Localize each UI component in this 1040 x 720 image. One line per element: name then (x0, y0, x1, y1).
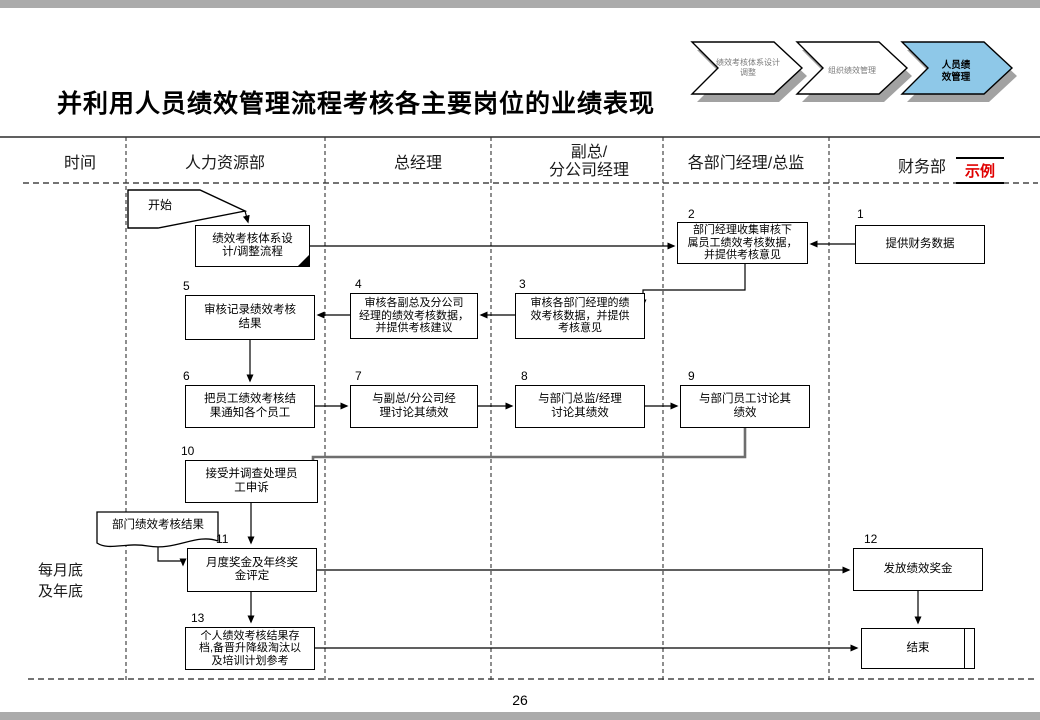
gray-connector (309, 428, 747, 478)
sample-badge: 示例 (956, 157, 1004, 184)
flow-node-5: 审核记录绩效考核 结果 (185, 295, 315, 340)
lane-header-dept: 各部门经理/总监 (687, 155, 805, 172)
step-number-4: 4 (355, 277, 362, 291)
step-number-1: 1 (857, 207, 864, 221)
process-step-chevron-3-active (900, 41, 1014, 95)
page-number: 26 (512, 692, 528, 708)
flow-node-9: 与部门员工讨论其 绩效 (680, 385, 810, 428)
flow-node-design-text: 绩效考核体系设 计/调整流程 (212, 232, 293, 258)
document-label: 部门绩效考核结果 (112, 519, 204, 532)
flow-node-6: 把员工绩效考核结 果通知各个员工 (185, 385, 315, 428)
lane-header-time: 时间 (63, 155, 97, 172)
lane-header-vp: 副总/ 分公司经理 (548, 144, 630, 180)
flow-node-13: 个人绩效考核结果存 档,备晋升降级淘汰以 及培训计划参考 (185, 627, 315, 670)
flow-node-11: 月度奖金及年终奖 金评定 (187, 548, 317, 592)
end-label: 结束 (906, 641, 930, 654)
time-note: 每月底 及年底 (38, 562, 84, 600)
flow-node-1: 提供财务数据 (855, 225, 985, 264)
process-banner (690, 41, 1014, 95)
process-step-label-2: 组织绩效管理 (828, 66, 876, 75)
step-number-10: 10 (181, 444, 195, 458)
page-title: 并利用人员绩效管理流程考核各主要岗位的业绩表现 (57, 90, 656, 118)
process-step-label-3: 人员绩 效管理 (941, 60, 971, 84)
step-number-8: 8 (521, 369, 528, 383)
process-step-chevron-1 (690, 41, 804, 95)
slide-bottom-edge (0, 712, 1040, 720)
flow-node-3: 审核各部门经理的绩 效考核数据，并提供 考核意见 (515, 293, 645, 339)
step-number-2: 2 (688, 207, 695, 221)
lane-header-finance: 财务部 (897, 159, 947, 176)
lane-header-gm: 总经理 (393, 155, 443, 172)
step-number-6: 6 (183, 369, 190, 383)
process-step-label-1: 绩效考核体系设计 调整 (716, 58, 780, 77)
flow-node-8: 与部门总监/经理 讨论其绩效 (515, 385, 645, 428)
end-node: 结束 (861, 628, 975, 669)
lane-header-hr: 人力资源部 (184, 155, 266, 172)
document-shape (96, 511, 219, 548)
flow-node-7: 与副总/分公司经 理讨论其绩效 (350, 385, 478, 428)
step-number-11: 11 (216, 532, 229, 546)
step-number-5: 5 (183, 279, 190, 293)
step-number-9: 9 (688, 369, 695, 383)
folded-corner-icon (297, 254, 310, 267)
step-number-12: 12 (864, 532, 878, 546)
slide-top-edge (0, 0, 1040, 8)
process-step-chevron-2 (795, 41, 909, 95)
step-number-13: 13 (191, 611, 205, 625)
start-label: 开始 (147, 198, 172, 213)
step-number-3: 3 (519, 277, 526, 291)
flow-node-10: 接受并调查处理员 工申诉 (185, 460, 318, 503)
start-shape (127, 189, 248, 229)
flow-node-design: 绩效考核体系设 计/调整流程 (195, 225, 310, 267)
flow-node-2: 部门经理收集审核下 属员工绩效考核数据， 并提供考核意见 (677, 222, 808, 264)
step-number-7: 7 (355, 369, 362, 383)
end-inner-line (964, 629, 965, 668)
flow-node-4: 审核各副总及分公司 经理的绩效考核数据， 并提供考核建议 (350, 293, 478, 339)
flow-node-12: 发放绩效奖金 (853, 548, 983, 591)
